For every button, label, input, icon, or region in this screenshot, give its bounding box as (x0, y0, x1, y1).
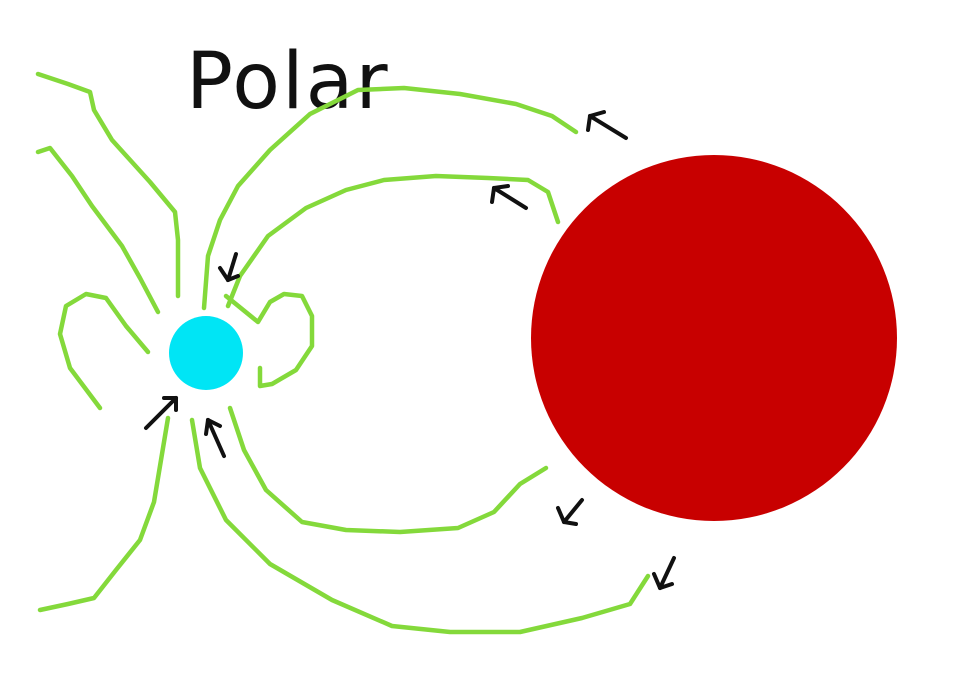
field-lines (35, 71, 651, 635)
arrow-lower-inner (556, 498, 584, 526)
stars (169, 155, 897, 521)
outer-accretion-line-upper (201, 85, 579, 311)
open-field-line-upper-left (35, 71, 181, 299)
inner-accretion-line-upper (225, 173, 561, 309)
arrow-white-dwarf-top (218, 252, 240, 282)
arrow-lower-outer (652, 556, 676, 590)
title: Polar (186, 37, 390, 127)
inner-accretion-line-lower (227, 405, 549, 535)
flow-arrows (144, 110, 676, 590)
arrow-upper-outer (586, 110, 628, 140)
arrow-white-dwarf-left (144, 396, 178, 430)
open-field-line-lower-left (37, 415, 171, 613)
white-dwarf (169, 316, 243, 390)
outer-accretion-line-lower (189, 417, 651, 635)
diagram-title: Polar (186, 37, 390, 127)
closed-loop-left (57, 291, 151, 411)
companion-star (531, 155, 897, 521)
closed-loop-right (223, 291, 315, 389)
open-field-line-left (35, 145, 161, 315)
arrow-upper-inner (490, 184, 528, 210)
arrow-white-dwarf-bottom (204, 418, 226, 458)
